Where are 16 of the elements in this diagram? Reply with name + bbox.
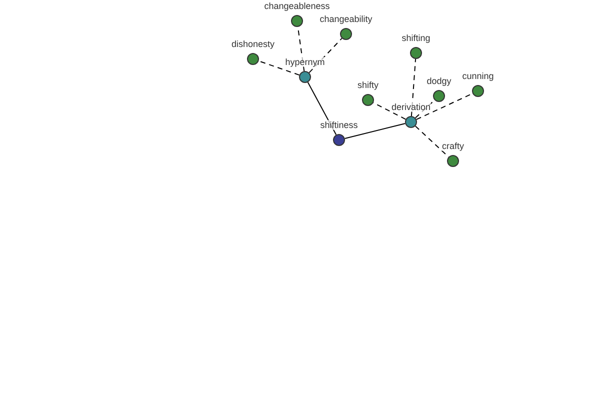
- node-label: changeableness: [264, 1, 330, 11]
- dashed-link: [308, 38, 342, 74]
- node-label: shifting: [402, 33, 430, 43]
- node-label: dodgy: [426, 76, 452, 86]
- dashed-link: [410, 58, 416, 117]
- node-label: dishonesty: [231, 39, 275, 49]
- node-label: derivation: [391, 102, 431, 112]
- node-label: cunning: [462, 71, 494, 81]
- dashed-link: [258, 60, 300, 76]
- node-label: crafty: [442, 141, 464, 151]
- node-label: hypernym: [285, 57, 325, 67]
- node-label: changeability: [320, 14, 372, 24]
- link-line: [344, 122, 406, 140]
- node-label: shifty: [357, 80, 378, 90]
- node-label: shiftiness: [320, 120, 358, 130]
- dashed-link: [414, 100, 436, 118]
